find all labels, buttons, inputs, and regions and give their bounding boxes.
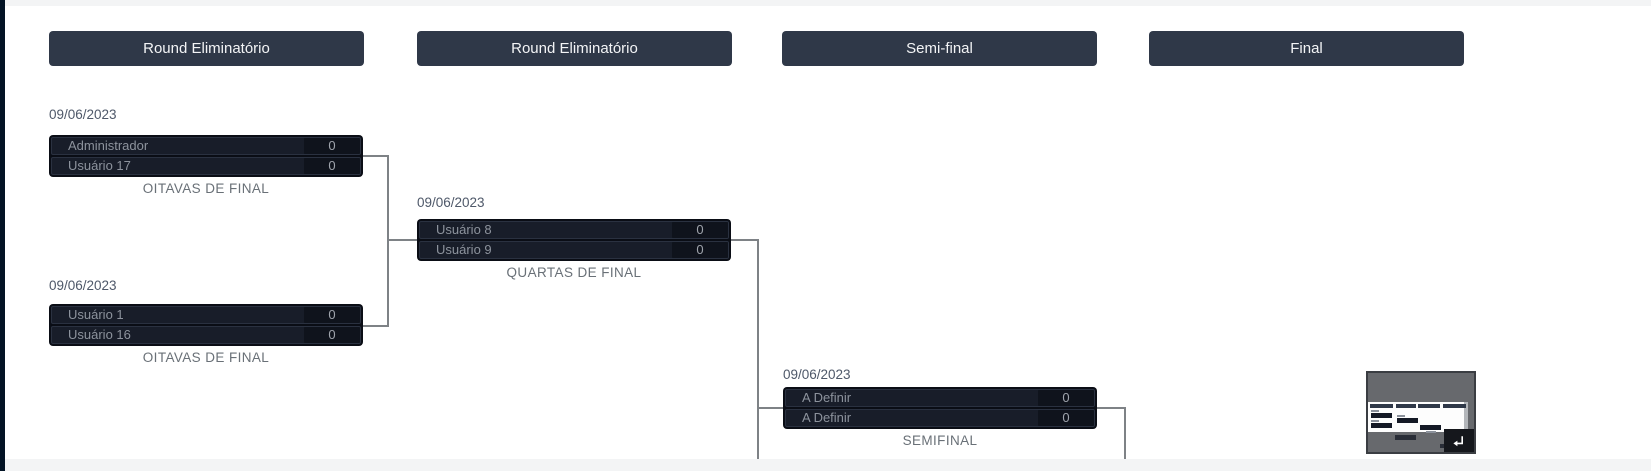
team-row-away: A Definir 0 bbox=[785, 409, 1095, 427]
team-score: 0 bbox=[672, 242, 728, 258]
match-card[interactable]: Usuário 8 0 Usuário 9 0 bbox=[417, 219, 731, 261]
team-row-home: Usuário 1 0 bbox=[51, 306, 361, 324]
team-row-home: A Definir 0 bbox=[785, 389, 1095, 407]
stage-label: SEMIFINAL bbox=[902, 433, 978, 448]
connector-line bbox=[387, 239, 417, 241]
match-date: 09/06/2023 bbox=[49, 107, 117, 122]
minimap-scrollbar bbox=[1464, 402, 1468, 432]
team-name: A Definir bbox=[802, 390, 852, 405]
minimap-round-header bbox=[1443, 404, 1466, 408]
minimap-date-mark bbox=[1397, 415, 1405, 417]
minimap-date-mark bbox=[1371, 420, 1379, 422]
minimap-match-mark bbox=[1395, 435, 1416, 440]
team-score: 0 bbox=[304, 158, 360, 174]
match-card[interactable]: Usuário 1 0 Usuário 16 0 bbox=[49, 304, 363, 346]
team-score: 0 bbox=[1038, 410, 1094, 426]
team-name: Usuário 1 bbox=[68, 307, 124, 322]
top-frame-bar bbox=[5, 0, 1651, 6]
bottom-frame-bar bbox=[5, 459, 1651, 471]
match-oitavas-1: 09/06/2023 Administrador 0 Usuário 17 0 … bbox=[49, 107, 363, 196]
team-score: 0 bbox=[304, 327, 360, 343]
connector-line bbox=[387, 155, 389, 327]
team-row-home: Usuário 8 0 bbox=[419, 221, 729, 239]
round-header-eliminatory-2: Round Eliminatório bbox=[417, 31, 732, 66]
connector-line bbox=[361, 325, 389, 327]
minimap-match-mark bbox=[1371, 423, 1392, 428]
stage-label: QUARTAS DE FINAL bbox=[506, 265, 642, 280]
connector-line bbox=[729, 239, 759, 241]
team-name: Usuário 16 bbox=[68, 327, 131, 342]
stage-label: OITAVAS DE FINAL bbox=[142, 181, 270, 196]
match-card[interactable]: Administrador 0 Usuário 17 0 bbox=[49, 135, 363, 177]
match-date: 09/06/2023 bbox=[783, 367, 851, 382]
team-score: 0 bbox=[1038, 390, 1094, 406]
team-name: Usuário 9 bbox=[436, 242, 492, 257]
overview-minimap[interactable] bbox=[1366, 371, 1476, 454]
round-header-label: Final bbox=[1290, 40, 1323, 57]
round-header-label: Round Eliminatório bbox=[511, 40, 638, 57]
team-row-away: Usuário 16 0 bbox=[51, 326, 361, 344]
team-name: Usuário 17 bbox=[68, 158, 131, 173]
left-edge-strip bbox=[0, 0, 5, 471]
team-score: 0 bbox=[304, 307, 360, 323]
team-row-away: Usuário 9 0 bbox=[419, 241, 729, 259]
minimap-round-header bbox=[1418, 404, 1440, 408]
minimap-round-header bbox=[1396, 404, 1416, 408]
stage-label: OITAVAS DE FINAL bbox=[142, 350, 270, 365]
round-header-eliminatory-1: Round Eliminatório bbox=[49, 31, 364, 66]
minimap-round-header bbox=[1370, 404, 1393, 408]
minimap-match-mark bbox=[1397, 418, 1418, 423]
connector-line bbox=[1124, 407, 1126, 459]
team-name: Usuário 8 bbox=[436, 222, 492, 237]
match-quartas: 09/06/2023 Usuário 8 0 Usuário 9 0 QUART… bbox=[417, 195, 731, 280]
team-row-home: Administrador 0 bbox=[51, 137, 361, 155]
minimap-date-mark bbox=[1371, 410, 1379, 412]
round-header-final: Final bbox=[1149, 31, 1464, 66]
match-semifinal: 09/06/2023 A Definir 0 A Definir 0 SEMIF… bbox=[783, 367, 1097, 448]
return-arrow-icon bbox=[1453, 435, 1463, 446]
team-score: 0 bbox=[304, 138, 360, 154]
team-score: 0 bbox=[672, 222, 728, 238]
minimap-match-mark bbox=[1420, 425, 1441, 430]
connector-line bbox=[757, 239, 759, 459]
minimap-match-mark bbox=[1371, 413, 1392, 418]
team-row-away: Usuário 17 0 bbox=[51, 157, 361, 175]
minimap-corner-button[interactable] bbox=[1444, 429, 1474, 452]
round-header-label: Semi-final bbox=[906, 40, 973, 57]
connector-line bbox=[1097, 407, 1126, 409]
connector-line bbox=[361, 155, 389, 157]
match-date: 09/06/2023 bbox=[417, 195, 485, 210]
minimap-label-mark bbox=[1426, 431, 1436, 433]
match-oitavas-2: 09/06/2023 Usuário 1 0 Usuário 16 0 OITA… bbox=[49, 278, 363, 365]
match-date: 09/06/2023 bbox=[49, 278, 117, 293]
team-name: A Definir bbox=[802, 410, 852, 425]
match-card[interactable]: A Definir 0 A Definir 0 bbox=[783, 387, 1097, 429]
round-header-label: Round Eliminatório bbox=[143, 40, 270, 57]
connector-line bbox=[757, 407, 785, 409]
round-header-semifinal: Semi-final bbox=[782, 31, 1097, 66]
team-name: Administrador bbox=[68, 138, 149, 153]
